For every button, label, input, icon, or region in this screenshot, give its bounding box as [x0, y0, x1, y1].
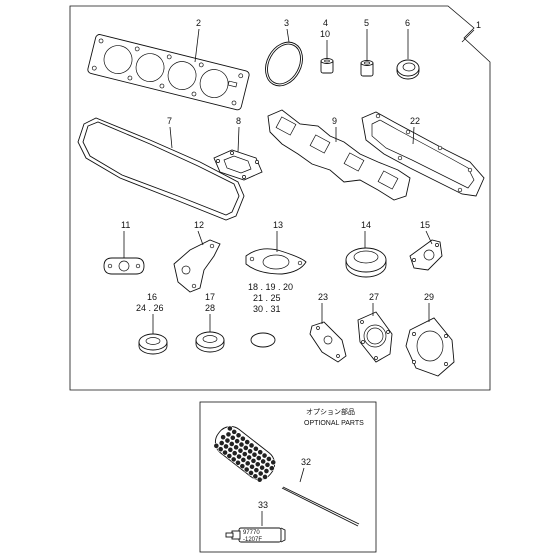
- optional-label-en: OPTIONAL PARTS: [304, 420, 364, 427]
- label-17: 17: [205, 292, 215, 302]
- label-7: 7: [167, 116, 172, 126]
- part-6-oil-seal: [396, 59, 420, 80]
- label-9: 9: [332, 116, 337, 126]
- label-14: 14: [361, 220, 371, 230]
- part-9-manifold-gasket: [267, 109, 411, 201]
- tube-text-2: -1207F: [243, 537, 262, 543]
- tube-text-1: 97770: [243, 530, 260, 536]
- label-33: 33: [258, 500, 268, 510]
- optional-parts-box: [199, 401, 377, 553]
- part-23-gasket: [309, 321, 347, 363]
- label-22: 22: [410, 116, 420, 126]
- label-12: 12: [194, 220, 204, 230]
- part-22-intake-gasket: [361, 111, 485, 197]
- label-15: 15: [420, 220, 430, 230]
- part-16-oil-seal: [138, 333, 168, 355]
- label-13: 13: [273, 220, 283, 230]
- label-2: 2: [196, 18, 201, 28]
- part-3-o-ring: [265, 41, 303, 87]
- label-29: 29: [424, 292, 434, 302]
- label-1: 1: [476, 20, 481, 30]
- label-3: 3: [284, 18, 289, 28]
- part-11-flange-gasket: [103, 257, 145, 275]
- label-8: 8: [236, 116, 241, 126]
- part-7-cover-gasket: [77, 117, 245, 221]
- part-8-square-gasket: [213, 149, 263, 181]
- label-16: 16: [147, 292, 157, 302]
- part-29-flange-gasket: [405, 317, 455, 377]
- part-14-ring-seal: [345, 247, 387, 278]
- part-13-oval-gasket: [245, 248, 307, 275]
- label-32: 32: [301, 457, 311, 467]
- part-5-sleeve: [360, 60, 374, 77]
- part-32-hone-brush: [213, 425, 360, 527]
- label-6: 6: [405, 18, 410, 28]
- label-27: 27: [369, 292, 379, 302]
- label-21-25: 21 . 25: [253, 293, 281, 303]
- main-frame: [69, 5, 491, 391]
- part-15-triangular-gasket: [409, 239, 443, 271]
- label-18-20: 18 . 19 . 20: [248, 282, 293, 292]
- part-4-10-seal: [320, 58, 334, 74]
- label-10: 10: [320, 29, 330, 39]
- label-28: 28: [205, 303, 215, 313]
- part-18-o-ring: [250, 332, 276, 348]
- label-11: 11: [121, 220, 130, 230]
- label-5: 5: [364, 18, 369, 28]
- part-2-head-gasket: [87, 34, 250, 111]
- label-30-31: 30 . 31: [253, 304, 281, 314]
- label-4: 4: [323, 18, 328, 28]
- part-17-oil-seal: [195, 331, 225, 353]
- part-33-sealant-tube: [225, 527, 286, 543]
- part-27-square-gasket: [357, 311, 393, 363]
- optional-label-jp: オプション部品: [306, 407, 355, 416]
- label-24-26: 24 . 26: [136, 303, 164, 313]
- part-12-bracket-gasket: [173, 239, 221, 293]
- label-23: 23: [318, 292, 328, 302]
